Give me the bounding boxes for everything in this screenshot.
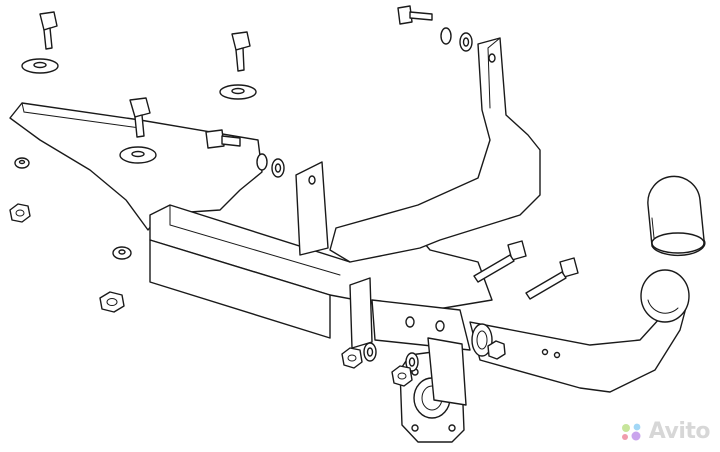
- long-bolt-2: [525, 257, 579, 300]
- drop-bracket: [349, 277, 471, 351]
- avito-watermark: Avito: [619, 419, 711, 444]
- nut-lower: [341, 347, 363, 369]
- nut-socket: [391, 365, 413, 387]
- socket-bracket: [427, 337, 467, 406]
- washer-top-center: [219, 84, 257, 100]
- washer-lower-2: [405, 352, 419, 372]
- washer-mid-2: [271, 158, 285, 178]
- ball-cover: [647, 175, 706, 257]
- bolt-top-center: [231, 31, 251, 72]
- washer-top-right-1: [440, 27, 452, 45]
- cross-beam: [149, 204, 493, 339]
- tow-ball: [640, 269, 690, 323]
- long-bolt-1: [473, 240, 527, 283]
- center-bracket: [295, 161, 329, 256]
- tow-neck: [469, 294, 689, 393]
- bolt-plate: [129, 97, 151, 138]
- washer-left-1: [14, 157, 30, 169]
- nut-left-1: [9, 203, 31, 223]
- washer-plate: [119, 146, 157, 164]
- washer-top-right-2: [459, 32, 473, 52]
- bolt-top-left: [39, 11, 58, 50]
- nut-neck: [487, 340, 506, 360]
- avito-watermark-text: Avito: [648, 419, 711, 444]
- washer-lower-1: [363, 342, 377, 362]
- bolt-top-right: [397, 5, 433, 25]
- bolt-mid: [205, 129, 241, 149]
- nut-left-2: [99, 291, 125, 313]
- washer-top-left: [21, 58, 59, 74]
- avito-logo-icon: [621, 423, 641, 440]
- right-side-bracket: [329, 37, 541, 263]
- washer-left-2: [112, 246, 132, 260]
- washer-mid-1: [256, 153, 268, 171]
